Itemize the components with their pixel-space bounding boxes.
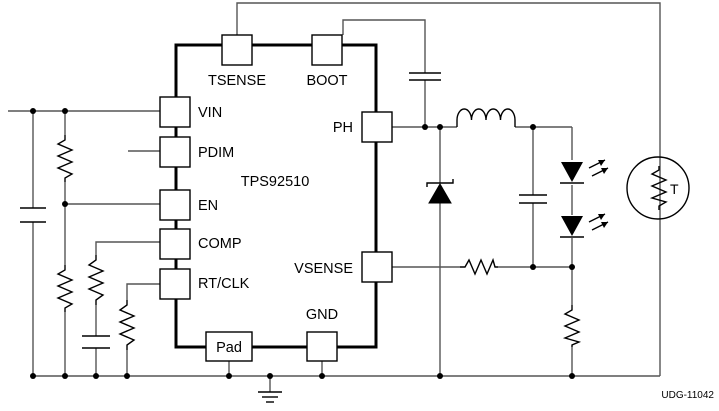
pin-en	[159, 189, 191, 221]
vsense-resistor	[460, 257, 498, 276]
en-upper-resistor	[56, 135, 74, 182]
en-lower-resistor	[56, 265, 74, 312]
pin-gnd	[306, 331, 338, 362]
rt-resistor	[118, 300, 136, 350]
led-2	[560, 213, 609, 238]
ground-icon	[258, 391, 282, 403]
label-comp: COMP	[198, 236, 242, 252]
label-gnd: GND	[306, 307, 338, 323]
pin-pdim	[159, 136, 191, 168]
label-ph: PH	[333, 120, 353, 136]
pin-vin	[159, 96, 191, 128]
figure-id: UDG-11042	[661, 390, 714, 401]
output-capacitor	[519, 194, 547, 204]
ic-pins	[159, 34, 393, 362]
pin-rtclk	[159, 268, 191, 300]
label-rtclk: RT/CLK	[198, 276, 250, 292]
label-tsense: TSENSE	[208, 73, 266, 89]
inductor	[456, 108, 516, 127]
led-1	[560, 159, 609, 184]
thermistor: T	[626, 156, 690, 220]
pin-boot	[311, 34, 343, 66]
thermistor-label: T	[670, 181, 679, 197]
wires	[8, 2, 661, 392]
pin-vsense	[361, 251, 393, 283]
boot-capacitor	[409, 72, 441, 81]
pin-ph	[361, 111, 393, 143]
label-pdim: PDIM	[198, 145, 234, 161]
sense-resistor	[562, 305, 582, 347]
label-vsense: VSENSE	[294, 261, 353, 277]
schottky-diode	[426, 179, 454, 204]
part-number: TPS92510	[241, 174, 310, 190]
comp-resistor	[87, 255, 105, 305]
comp-capacitor	[82, 335, 110, 349]
label-en: EN	[198, 198, 218, 214]
pin-tsense	[221, 34, 253, 66]
pin-pad	[205, 331, 253, 362]
input-capacitor	[20, 207, 46, 223]
label-boot: BOOT	[306, 73, 347, 89]
ic-body	[174, 43, 378, 349]
pin-labels: TSENSE BOOT VIN PDIM EN COMP RT/CLK PH V…	[198, 73, 353, 356]
junction-dots	[30, 108, 575, 379]
label-pad: Pad	[216, 340, 242, 356]
label-vin: VIN	[198, 105, 222, 121]
pin-comp	[159, 228, 191, 260]
